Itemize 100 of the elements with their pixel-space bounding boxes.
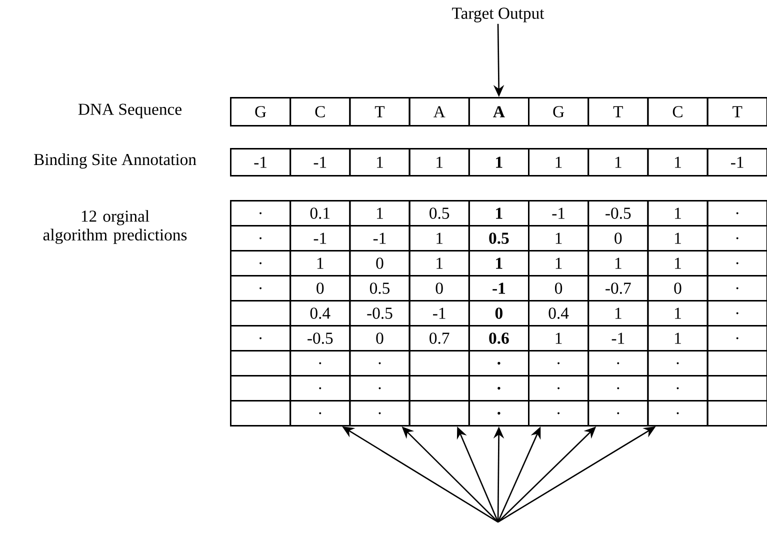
- table-cell: 0: [349, 325, 410, 352]
- table-cell: 0.6: [468, 325, 530, 352]
- table-cell: -0.5: [290, 325, 351, 352]
- table-cell: 1: [528, 325, 590, 352]
- table-cell: 1: [468, 148, 530, 176]
- table-cell: 1: [468, 250, 530, 276]
- table-cell: .: [706, 325, 767, 352]
- table-cell: -1: [408, 300, 470, 326]
- target-label: Target Output: [452, 8, 544, 22]
- table-cell: G: [230, 97, 292, 126]
- table-cell: 1: [528, 250, 590, 276]
- table-cell: .: [706, 200, 767, 226]
- table-cell: .: [290, 400, 351, 426]
- table-cell: -0.5: [588, 200, 649, 226]
- table-cell: T: [349, 97, 410, 126]
- table-cell: -1: [588, 325, 649, 352]
- table-cell: 0: [408, 275, 470, 302]
- table-cell: [408, 375, 470, 402]
- table-cell: .: [647, 400, 708, 426]
- table-cell: .: [230, 225, 292, 252]
- table-cell: -1: [528, 200, 590, 226]
- table-cell: A: [408, 97, 470, 126]
- table-cell: T: [588, 97, 649, 126]
- table-cell: 1: [290, 250, 351, 276]
- table-cell: 1: [588, 250, 649, 276]
- table-cell: 0: [528, 275, 590, 302]
- table-cell: A: [468, 97, 530, 126]
- table-cell: .: [349, 375, 410, 402]
- table-cell: .: [468, 400, 530, 426]
- table-cell: 1: [647, 200, 708, 226]
- row-label: Binding Site Annotation: [34, 153, 196, 169]
- table-cell: 1: [349, 200, 410, 226]
- table-cell: [706, 375, 767, 402]
- table-cell: 1: [647, 325, 708, 352]
- table-cell: .: [706, 300, 767, 326]
- table-cell: .: [290, 375, 351, 402]
- table-cell: 1: [647, 300, 708, 326]
- table-cell: .: [230, 250, 292, 276]
- table-cell: 1: [408, 250, 470, 276]
- table-cell: C: [290, 97, 351, 126]
- table-cell: 1: [349, 148, 410, 176]
- table-cell: T: [706, 97, 767, 126]
- table-cell: C: [647, 97, 708, 126]
- table-cell: 0: [290, 275, 351, 302]
- table-cell: 1: [588, 148, 649, 176]
- table-cell: 1: [528, 148, 590, 176]
- table-cell: -1: [349, 225, 410, 252]
- table-cell: 1: [647, 148, 708, 176]
- table-cell: 1: [588, 300, 649, 326]
- table-cell: .: [349, 350, 410, 376]
- table-cell: .: [528, 350, 590, 376]
- table-cell: 1: [408, 225, 470, 252]
- table-cell: -1: [230, 148, 292, 176]
- table-cell: [230, 350, 292, 376]
- table-cell: .: [230, 200, 292, 226]
- table-cell: [706, 350, 767, 376]
- table-cell: .: [468, 350, 530, 376]
- table-cell: [706, 400, 767, 426]
- table-cell: .: [647, 350, 708, 376]
- table-cell: [230, 375, 292, 402]
- table-cell: 0: [468, 300, 530, 326]
- table-cell: 1: [647, 225, 708, 252]
- table-cell: 1: [647, 250, 708, 276]
- table-cell: .: [706, 275, 767, 302]
- table-cell: 1: [408, 148, 470, 176]
- table-cell: .: [588, 375, 649, 402]
- table-cell: [230, 300, 292, 326]
- table-cell: 0: [588, 225, 649, 252]
- table-cell: .: [528, 400, 590, 426]
- table-cell: -0.7: [588, 275, 649, 302]
- table-cell: 0.7: [408, 325, 470, 352]
- table-cell: 0.5: [408, 200, 470, 226]
- table-cell: .: [588, 350, 649, 376]
- table-cell: 0.1: [290, 200, 351, 226]
- table-cell: -1: [706, 148, 767, 176]
- table-cell: 0.4: [290, 300, 351, 326]
- table-cell: -1: [290, 148, 351, 176]
- table-cell: -1: [468, 275, 530, 302]
- table-cell: G: [528, 97, 590, 126]
- table-cell: .: [528, 375, 590, 402]
- table-cell: .: [230, 325, 292, 352]
- row-label: DNA Sequence: [78, 104, 182, 118]
- table-cell: 0.5: [468, 225, 530, 252]
- table-cell: .: [349, 400, 410, 426]
- table-cell: .: [468, 375, 530, 402]
- table-cell: 1: [468, 200, 530, 226]
- table-cell: -0.5: [349, 300, 410, 326]
- table-cell: [408, 350, 470, 376]
- table-cell: .: [290, 350, 351, 376]
- row-label: 12 orginal algorithm predictions: [43, 210, 187, 244]
- table-cell: 0: [647, 275, 708, 302]
- table-cell: .: [706, 225, 767, 252]
- table-cell: .: [647, 375, 708, 402]
- table-cell: 0: [349, 250, 410, 276]
- table-cell: .: [706, 250, 767, 276]
- table-cell: 0.4: [528, 300, 590, 326]
- table-cell: [230, 400, 292, 426]
- table-cell: 0.5: [349, 275, 410, 302]
- table-cell: -1: [290, 225, 351, 252]
- table-cell: .: [588, 400, 649, 426]
